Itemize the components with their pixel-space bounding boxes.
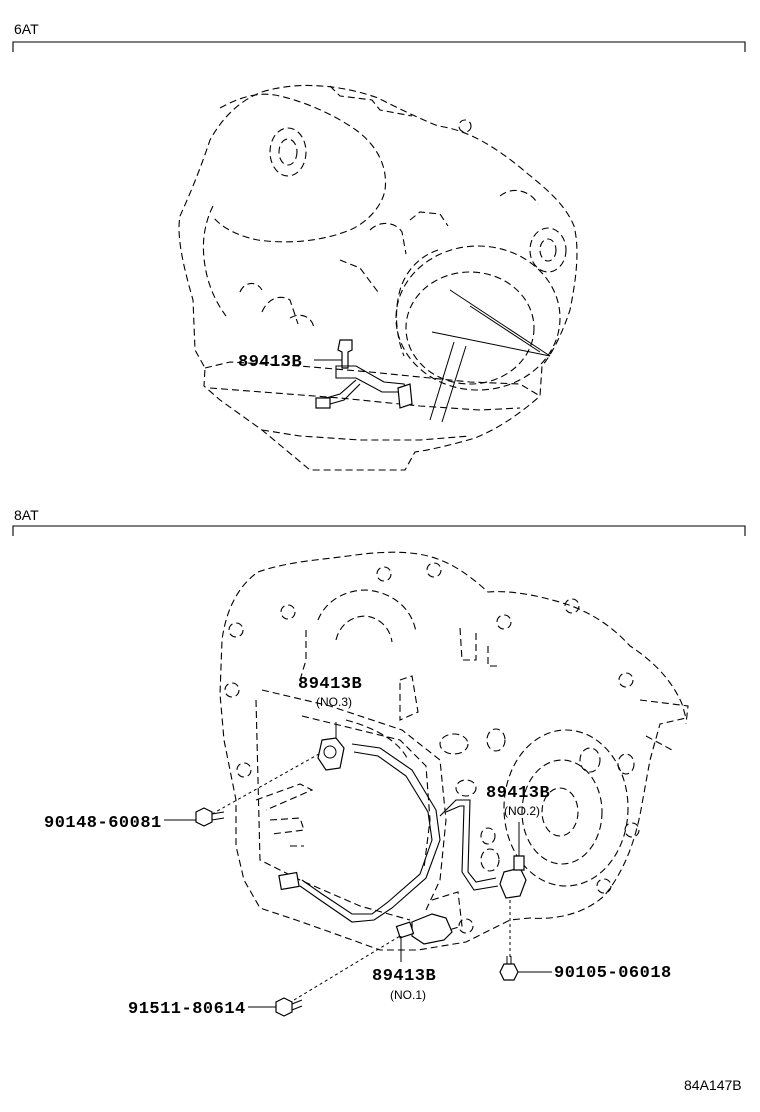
assembly-leader-lines <box>211 749 511 1001</box>
callout-sensor-no1: 89413B (NO.1) <box>372 967 436 1002</box>
transmission-8at-housing <box>219 551 689 951</box>
diagram-reference-code: 84A147B <box>684 1077 742 1093</box>
bolt-90148-60081 <box>195 807 225 827</box>
section-label-8at: 8AT <box>14 507 39 523</box>
section-bracket-8at <box>12 525 746 536</box>
part-sub-no1: (NO.1) <box>390 988 426 1002</box>
speed-sensor-no2 <box>499 822 527 899</box>
bolt-91511-80614 <box>275 997 303 1017</box>
callout-sensor-no2: 89413B (NO.2) <box>486 784 550 818</box>
callout-bolt-90105-06018: 90105-06018 <box>518 964 672 983</box>
part-number-90105-06018: 90105-06018 <box>554 964 672 983</box>
bolt-90105-06018 <box>499 956 519 981</box>
part-sub-no2: (NO.2) <box>504 804 540 818</box>
part-number-91511-80614: 91511-80614 <box>128 1000 246 1019</box>
section-bracket-6at <box>12 41 746 52</box>
part-number-89413B-6at: 89413B <box>238 353 302 372</box>
part-sub-no3: (NO.3) <box>316 695 352 709</box>
callout-bolt-91511-80614: 91511-80614 <box>128 1000 276 1019</box>
callout-sensor-6at: 89413B <box>238 353 342 372</box>
section-label-6at: 6AT <box>14 21 39 37</box>
speed-sensor-6at <box>315 339 413 409</box>
part-number-89413B-no2: 89413B <box>486 784 550 803</box>
callout-bolt-90148-60081: 90148-60081 <box>44 814 196 833</box>
speed-sensor-no3 <box>317 722 345 771</box>
section-6at: 6AT <box>12 21 746 471</box>
part-number-90148-60081: 90148-60081 <box>44 814 162 833</box>
section-8at: 8AT <box>12 507 746 1019</box>
harness-8at <box>278 743 499 923</box>
callout-sensor-no3: 89413B (NO.3) <box>298 675 362 709</box>
part-number-89413B-no3: 89413B <box>298 675 362 694</box>
transmission-6at-housing <box>178 84 578 471</box>
speed-sensor-no1 <box>395 913 453 962</box>
part-number-89413B-no1: 89413B <box>372 967 436 986</box>
